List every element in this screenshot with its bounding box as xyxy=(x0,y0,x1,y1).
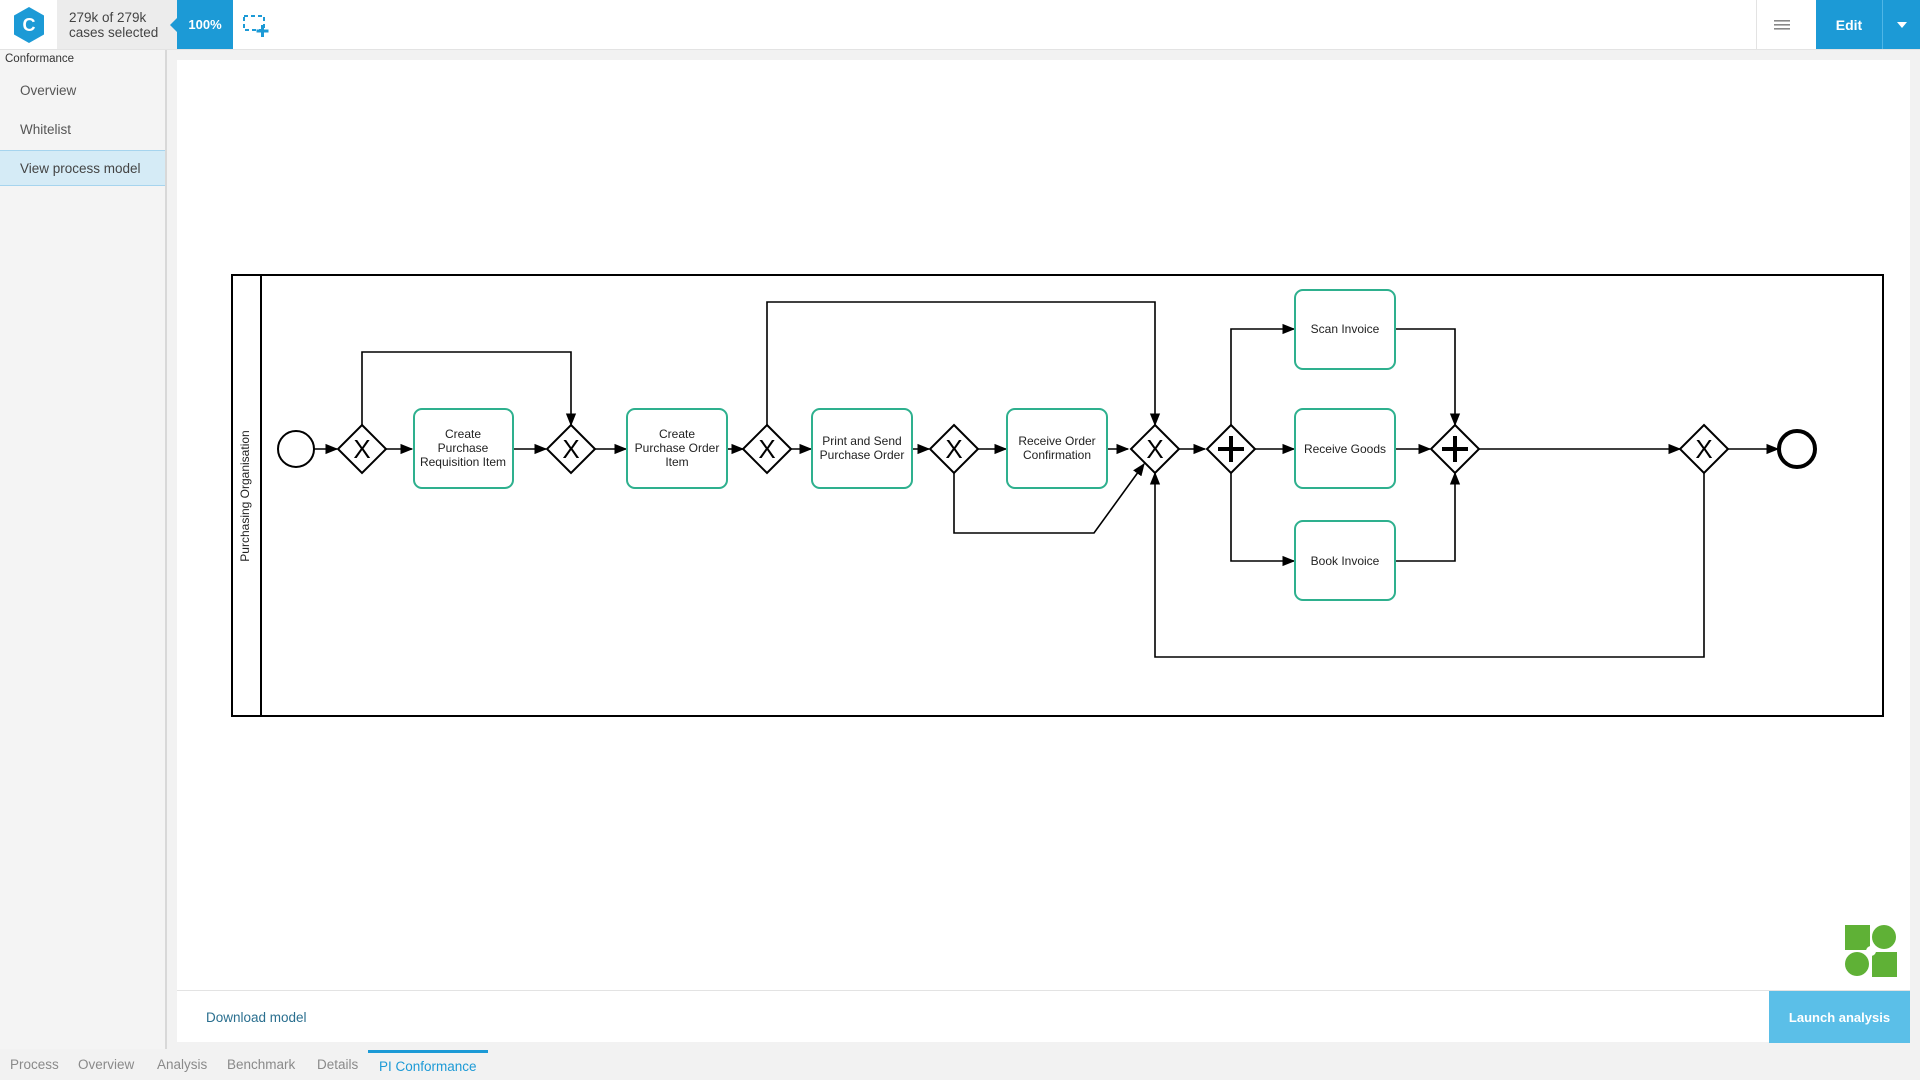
tab-process[interactable]: Process xyxy=(10,1056,59,1072)
svg-text:Book Invoice: Book Invoice xyxy=(1311,554,1380,568)
task-book-invoice[interactable]: Book Invoice xyxy=(1294,520,1396,601)
exclusive-gateway: X xyxy=(1129,423,1181,475)
hamburger-menu-icon[interactable] xyxy=(1756,0,1807,49)
exclusive-gateway: X xyxy=(1678,423,1730,475)
parallel-gateway xyxy=(1429,423,1481,475)
exclusive-gateway: X xyxy=(336,423,388,475)
exclusive-gateway: X xyxy=(545,423,597,475)
case-selection[interactable]: 279k of 279k cases selected xyxy=(57,0,177,49)
sidebar-item-label: View process model xyxy=(20,160,141,176)
launch-analysis-button[interactable]: Launch analysis xyxy=(1769,991,1910,1043)
svg-text:Scan Invoice: Scan Invoice xyxy=(1311,322,1380,336)
panel-footer: Download model Launch analysis xyxy=(177,990,1910,1043)
svg-text:X: X xyxy=(1146,434,1163,464)
process-model-panel: Purchasing Organisation xyxy=(177,60,1910,1043)
sidebar-item-overview[interactable]: Overview xyxy=(0,72,165,108)
task-scan-invoice[interactable]: Scan Invoice xyxy=(1294,289,1396,370)
start-event xyxy=(277,430,315,468)
top-bar: C 279k of 279k cases selected 100% Edit xyxy=(0,0,1920,50)
pool: Purchasing Organisation xyxy=(231,274,1884,717)
tab-analysis[interactable]: Analysis xyxy=(157,1056,208,1072)
svg-text:X: X xyxy=(945,434,962,464)
end-event xyxy=(1777,429,1817,469)
parallel-gateway xyxy=(1205,423,1257,475)
sidebar-item-label: Whitelist xyxy=(20,121,72,137)
add-selection-icon[interactable] xyxy=(240,11,274,39)
app-logo[interactable]: C xyxy=(0,0,57,49)
tab-benchmark[interactable]: Benchmark xyxy=(227,1056,296,1072)
tab-details[interactable]: Details xyxy=(317,1056,359,1072)
sidebar: Conformance Overview Whitelist View proc… xyxy=(0,50,167,1049)
sidebar-heading: Conformance xyxy=(5,53,75,65)
download-model-link[interactable]: Download model xyxy=(206,1010,307,1025)
svg-text:Receive Goods: Receive Goods xyxy=(1304,442,1386,456)
bottom-tab-bar: Process Overview Analysis Benchmark Deta… xyxy=(0,1050,1920,1080)
sidebar-item-whitelist[interactable]: Whitelist xyxy=(0,111,165,147)
task-receive-goods[interactable]: Receive Goods xyxy=(1294,408,1396,489)
selection-percent-badge[interactable]: 100% xyxy=(170,0,233,49)
edit-button[interactable]: Edit xyxy=(1816,0,1882,49)
exclusive-gateway: X xyxy=(741,423,793,475)
sidebar-item-label: Overview xyxy=(20,82,77,98)
bpmn-diagram: Purchasing Organisation xyxy=(231,274,1884,717)
sidebar-item-view-process-model[interactable]: View process model xyxy=(0,150,165,186)
chevron-down-icon[interactable] xyxy=(1882,0,1920,49)
svg-text:X: X xyxy=(562,434,579,464)
lane-label: Purchasing Organisation xyxy=(238,430,252,561)
cases-label: cases selected xyxy=(69,24,159,40)
puzzle-icon[interactable] xyxy=(1844,924,1898,978)
logo-letter: C xyxy=(22,15,35,35)
exclusive-gateway: X xyxy=(928,423,980,475)
hexagon-logo-icon: C xyxy=(13,6,44,43)
svg-text:X: X xyxy=(1695,434,1712,464)
tab-overview[interactable]: Overview xyxy=(78,1056,135,1072)
tab-pi-conformance[interactable]: PI Conformance xyxy=(368,1050,488,1079)
svg-text:X: X xyxy=(353,434,370,464)
svg-text:X: X xyxy=(758,434,775,464)
cases-count: 279k of 279k xyxy=(69,9,147,25)
